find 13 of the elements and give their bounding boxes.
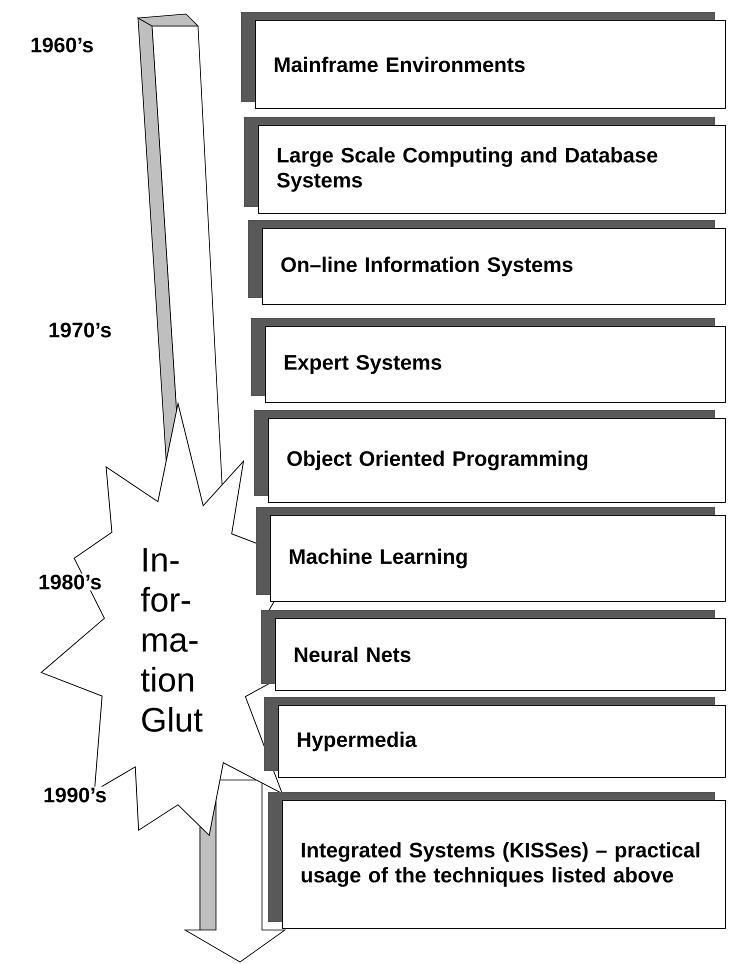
topic-box: Expert Systems	[251, 318, 726, 403]
decade-label: 1980’s	[37, 574, 103, 590]
topic-box: Object Oriented Programming	[254, 410, 726, 503]
topic-box: Hypermedia	[264, 697, 726, 778]
decade-label: 1970’s	[47, 322, 113, 338]
decade-label: 1990’s	[42, 786, 108, 804]
decade-label: 1960’s	[29, 36, 95, 54]
topic-box: Large Scale Computing and Database Systems	[244, 117, 726, 214]
topic-box: Integrated Systems (KISSes) – practical usage of the techniques listed above	[268, 792, 726, 929]
topic-box: Neural Nets	[261, 610, 726, 691]
topic-box: Machine Learning	[256, 507, 726, 602]
topic-box: On–line Information Systems	[248, 220, 726, 305]
topic-box: Mainframe Environments	[241, 12, 726, 109]
